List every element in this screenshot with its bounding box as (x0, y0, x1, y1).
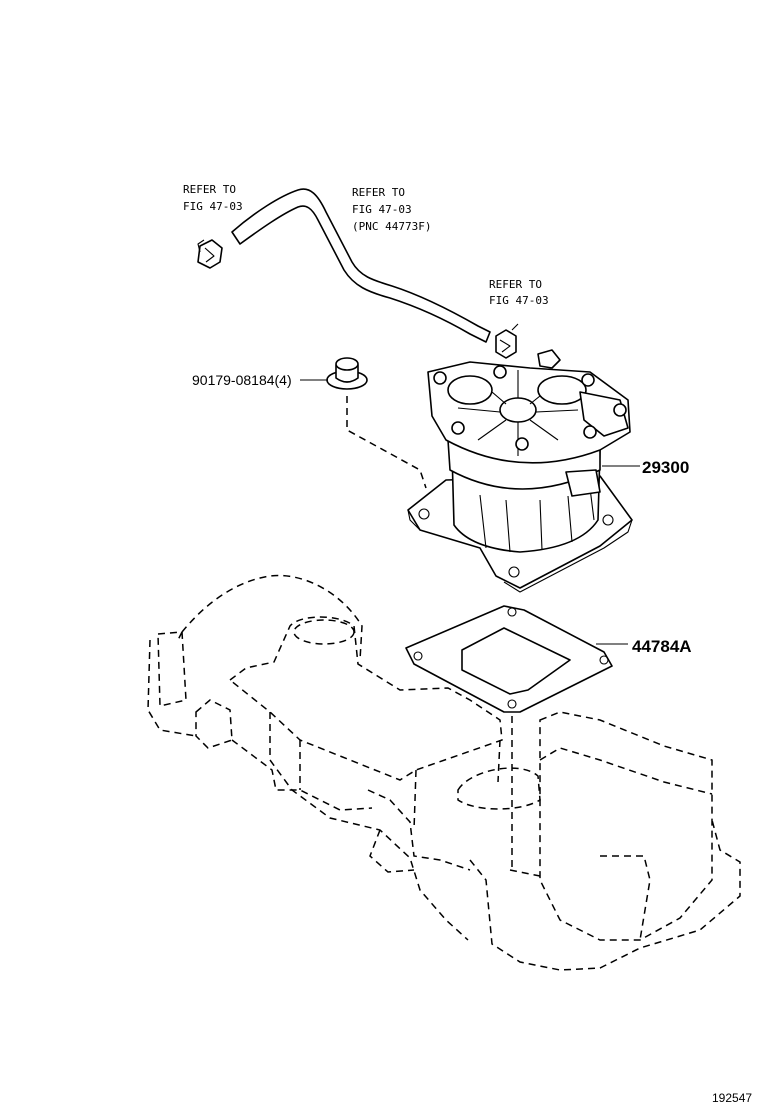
callout-hose-clamp-left-line1: REFER TO (183, 183, 236, 196)
callout-hose-clamp-right-line1: REFER TO (489, 278, 542, 291)
part-label-vacuum-pump[interactable]: 29300 (642, 458, 689, 477)
vacuum-pump[interactable] (407, 349, 633, 593)
callout-hose-line2: FIG 47-03 (352, 203, 412, 216)
bolt[interactable] (326, 357, 368, 390)
hose-clamp-right[interactable] (495, 323, 519, 359)
callout-hose-clamp-left-line2: FIG 47-03 (183, 200, 243, 213)
engine-block-reference (147, 574, 741, 971)
callout-hose-clamp-right-line2: FIG 47-03 (489, 294, 549, 307)
part-label-gasket[interactable]: 44784A (632, 637, 692, 656)
bolt-hidden-line (346, 396, 427, 489)
callout-hose-line1: REFER TO (352, 186, 405, 199)
figure-code: 192547 (712, 1091, 752, 1105)
gasket[interactable] (405, 605, 613, 713)
vacuum-hose[interactable] (231, 188, 491, 343)
hose-clamp-left[interactable] (197, 239, 223, 269)
callout-hose-line3: (PNC 44773F) (352, 220, 431, 233)
part-label-bolt[interactable]: 90179-08184(4) (192, 372, 292, 388)
